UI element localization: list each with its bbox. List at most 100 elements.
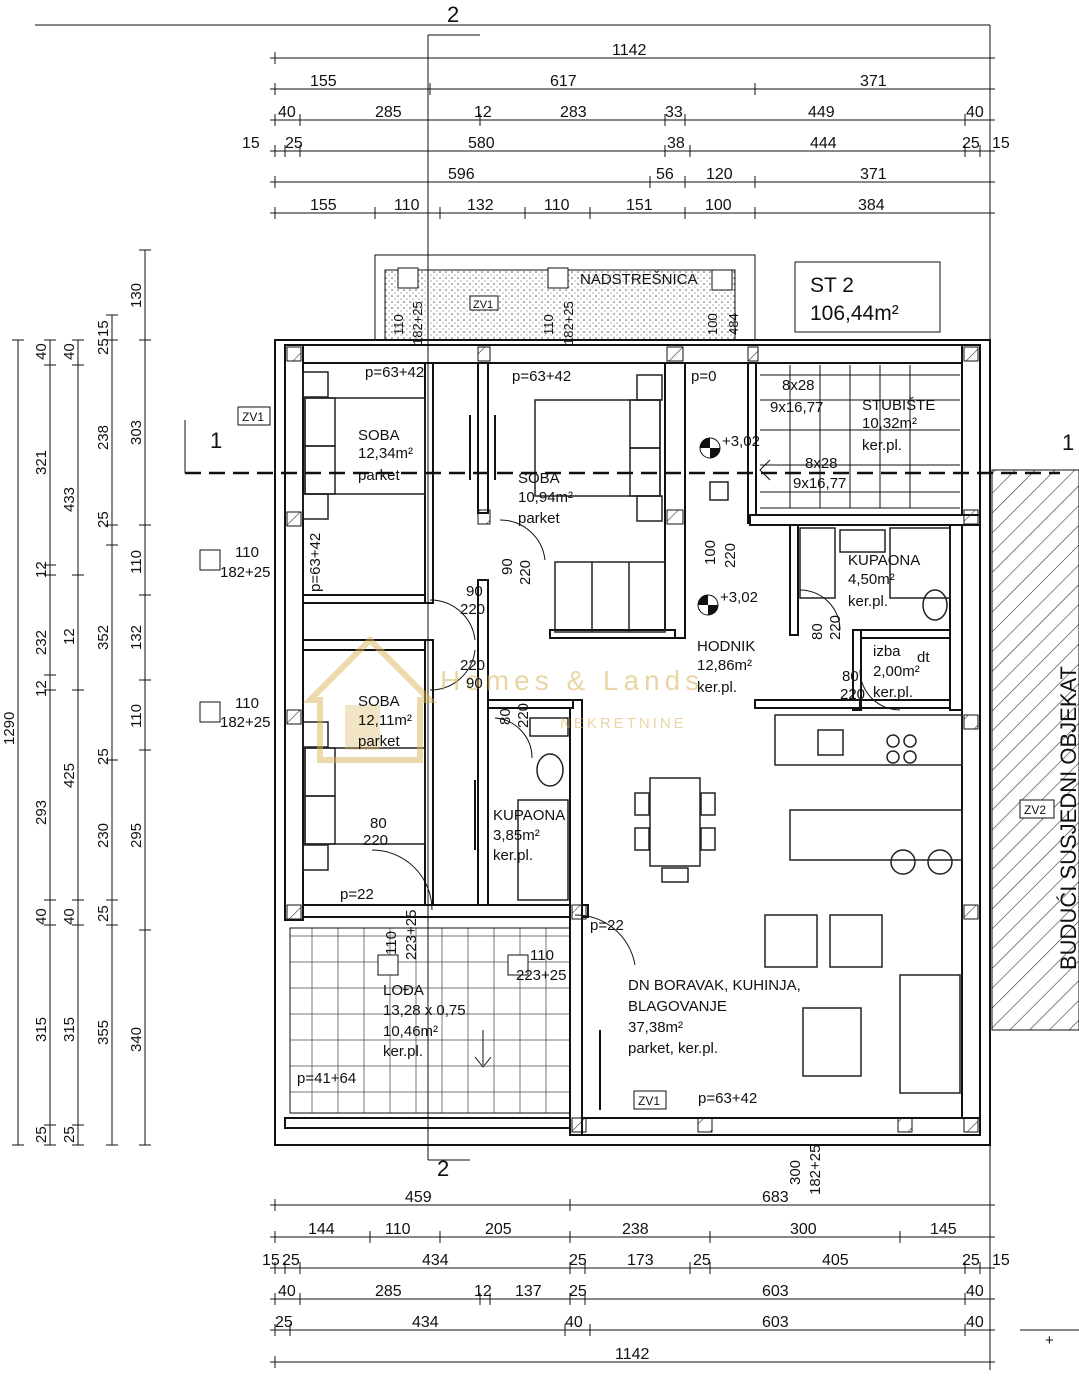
win-p2: p=63+42	[512, 368, 571, 385]
bottom-dimension-chains: 459 683 144 110 205 238 300 145 15 25 43…	[262, 1189, 1079, 1368]
annotations: p=63+42 p=63+42 p=0 p=63+42 p=22 p=22 p=…	[199, 364, 1055, 1195]
dim-left-5-4: 132	[128, 625, 145, 650]
dim-top-2-3: 371	[860, 73, 887, 90]
dim-bot-2-4: 238	[622, 1221, 649, 1238]
kupaona2-name: KUPAONA	[493, 807, 565, 824]
win-p1: p=63+42	[365, 364, 424, 381]
dim-top-5-4: 371	[860, 166, 887, 183]
door-220-f: 220	[827, 615, 844, 640]
dim-bot-2-6: 145	[930, 1221, 957, 1238]
dim-bot-2-2: 110	[385, 1221, 411, 1238]
dn-win-223: 223+25	[516, 967, 566, 984]
stairs-upper-2: 9x16,77	[770, 399, 823, 416]
dim-top-3-6: 449	[808, 104, 835, 121]
soba3-floor: parket	[358, 733, 401, 750]
door-80-f: 80	[809, 623, 826, 640]
door-80-d: 80	[497, 708, 514, 725]
dim-top-4-1: 15	[242, 135, 260, 152]
dim-left-5-5: 110	[128, 704, 145, 728]
soba1-name: SOBA	[358, 427, 400, 444]
dn-win-300: 300	[787, 1160, 804, 1185]
stubiste-floor: ker.pl.	[862, 437, 902, 454]
dim-bot-3-5: 173	[627, 1252, 654, 1269]
dim-bot-3-2: 25	[282, 1252, 300, 1269]
dim-top-6-5: 151	[626, 197, 653, 214]
dim-left-5-7: 340	[128, 1027, 145, 1052]
dim-top-4-7: 15	[992, 135, 1010, 152]
dim-bot-4-4: 137	[515, 1283, 542, 1300]
dim-bot-6-1: 1142	[615, 1346, 650, 1363]
win-left-a-h: 182+25	[220, 564, 270, 581]
izba-area: 2,00m²	[873, 663, 920, 680]
dim-top-5-3: 120	[706, 166, 733, 183]
kupaona2-floor: ker.pl.	[493, 847, 533, 864]
dim-bot-1-2: 683	[762, 1189, 789, 1206]
door-80-g: 80	[842, 668, 859, 685]
dim-bot-3-9: 15	[992, 1252, 1010, 1269]
dim-top-4-6: 25	[962, 135, 980, 152]
kupaona1-area: 4,50m²	[848, 571, 895, 588]
soba1-floor: parket	[358, 467, 401, 484]
soba2-floor: parket	[518, 510, 561, 527]
section-2-top: 2	[447, 2, 459, 27]
dim-bot-5-1: 25	[275, 1314, 293, 1331]
section-1-right: 1	[1062, 430, 1074, 455]
dim-left-5-3: 110	[128, 550, 145, 574]
dim-top-3-1: 40	[278, 104, 296, 121]
hodnik-floor: ker.pl.	[697, 679, 737, 696]
door-220-a: 220	[460, 601, 485, 618]
hodnik-area: 12,86m²	[697, 657, 752, 674]
door-220-c: 220	[460, 657, 485, 674]
dim-bot-3-6: 25	[693, 1252, 711, 1269]
dim-bot-5-5: 40	[966, 1314, 984, 1331]
dim-left-2-9: 25	[33, 1126, 50, 1143]
dim-bot-2-5: 300	[790, 1221, 817, 1238]
loda-win-110: 110	[383, 931, 400, 955]
dim-top-6-1: 155	[310, 197, 337, 214]
dim-top-4-3: 580	[468, 135, 495, 152]
top-dimension-chains: 1142 155 617 371 40 285 12 283 33 449 40…	[35, 24, 1010, 219]
tag-zv1-b: ZV1	[638, 1094, 660, 1108]
canopy: ZV1 NADSTREŠNICA 110 182+25 110 182+25 1…	[374, 254, 756, 345]
izba-name: izba	[873, 643, 901, 660]
canopy-label: NADSTREŠNICA	[580, 271, 698, 288]
stubiste-name: STUBIŠTE	[862, 397, 935, 414]
lvl-a: +3,02	[722, 433, 760, 450]
dim-top-3-2: 285	[375, 104, 402, 121]
dim-top-6-2: 110	[394, 197, 420, 214]
dim-bot-4-7: 40	[966, 1283, 984, 1300]
door-220-g: 220	[840, 686, 865, 703]
dim-bot-1-1: 459	[405, 1189, 432, 1206]
kupaona2-area: 3,85m²	[493, 827, 540, 844]
watermark-sub: NEKRETNINE	[560, 715, 687, 732]
dim-bot-2-1: 144	[308, 1221, 335, 1238]
win-p7: p=41+64	[297, 1070, 356, 1087]
dim-left-2-4: 232	[33, 630, 50, 655]
dim-bot-3-3: 434	[422, 1252, 449, 1269]
dim-left-3-2: 433	[61, 487, 78, 512]
dn-win-182: 182+25	[807, 1145, 824, 1195]
dim-left-2-5: 12	[33, 680, 50, 697]
dim-bot-5-2: 434	[412, 1314, 439, 1331]
canopy-tag: ZV1	[473, 299, 493, 311]
dim-left-4-5: 352	[95, 625, 112, 650]
dim-bot-3-4: 25	[569, 1252, 587, 1269]
win-p4: p=63+42	[307, 533, 324, 592]
section-lines: 1 1 2 2	[184, 2, 1074, 1181]
dim-left-2-7: 40	[33, 908, 50, 925]
canopy-w100: 100	[705, 313, 720, 335]
kupaona1-name: KUPAONA	[848, 552, 920, 569]
dim-left-2-2: 321	[33, 450, 50, 475]
dim-left-4-9: 355	[95, 1020, 112, 1045]
dim-top-5-1: 596	[448, 166, 475, 183]
stairs-lower-2: 9x16,77	[793, 475, 846, 492]
tag-zv1-a: ZV1	[242, 410, 264, 424]
dim-left-3-6: 315	[61, 1017, 78, 1042]
win-p5: p=22	[340, 886, 374, 903]
door-220-d: 220	[515, 703, 532, 728]
dim-left-1-1: 1290	[1, 712, 18, 745]
dim-bot-2-3: 205	[485, 1221, 512, 1238]
dim-left-4-4: 25	[95, 511, 112, 528]
win-p3: p=0	[691, 368, 716, 385]
